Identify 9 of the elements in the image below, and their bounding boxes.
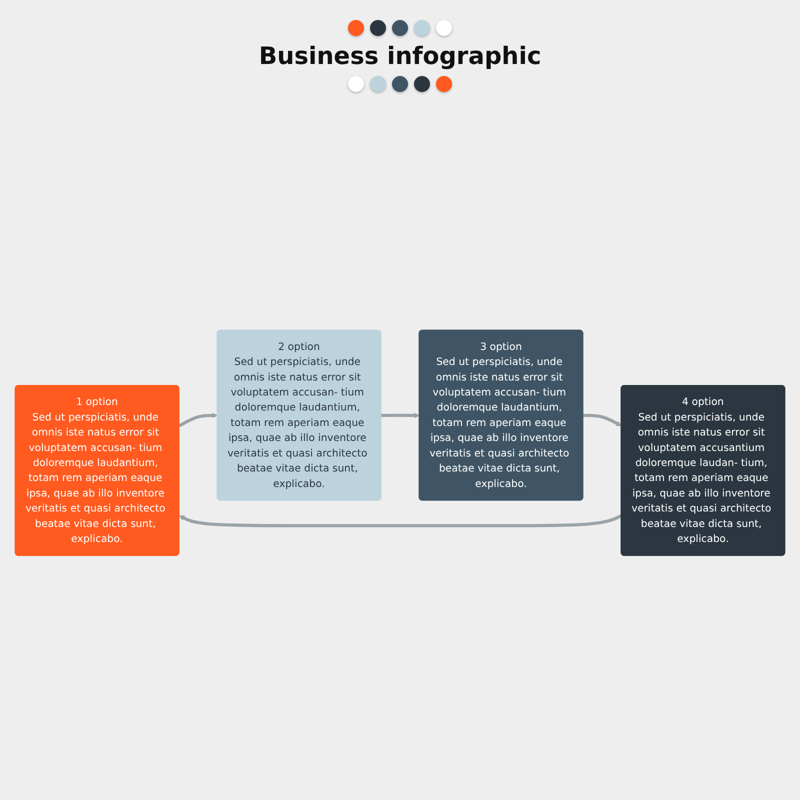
option-card: 4 option Sed ut perspiciatis, unde omnis iste natus error sit voluptatem accusantium doloremque laudan- tium, totam rem aperiam eaque ipsa, quae ab illo inventore veritatis et quasi architecto beatae vitae dicta sunt, explicabo. (620, 385, 786, 556)
option-card: 2 option Sed ut perspiciatis, unde omnis iste natus error sit voluptatem accusan- tium doloremque laudantium, totam rem aperiam eaque ipsa, quae ab illo inventore veritatis et quasi architecto beatae vitae dicta sunt, explicabo. (216, 330, 382, 501)
option-card: 3 option Sed ut perspiciatis, unde omnis iste natus error sit voluptatem accusan- tium doloremque laudantium, totam rem aperiam eaque ipsa, quae ab illo inventore veritatis et quasi architecto beatae vitae dicta sunt, explicabo. (418, 330, 584, 501)
option-card: 1 option Sed ut perspiciatis, unde omnis iste natus error sit voluptatem accusan- tium doloremque laudantium, totam rem aperiam eaque ipsa, quae ab illo inventore veritatis et quasi architecto beatae vitae dicta sunt, explicabo. (14, 385, 180, 556)
arrow (178, 412, 218, 428)
title: Business infographic (258, 42, 542, 70)
arrow (179, 514, 622, 528)
arrow (381, 412, 420, 418)
arrow (583, 414, 622, 426)
